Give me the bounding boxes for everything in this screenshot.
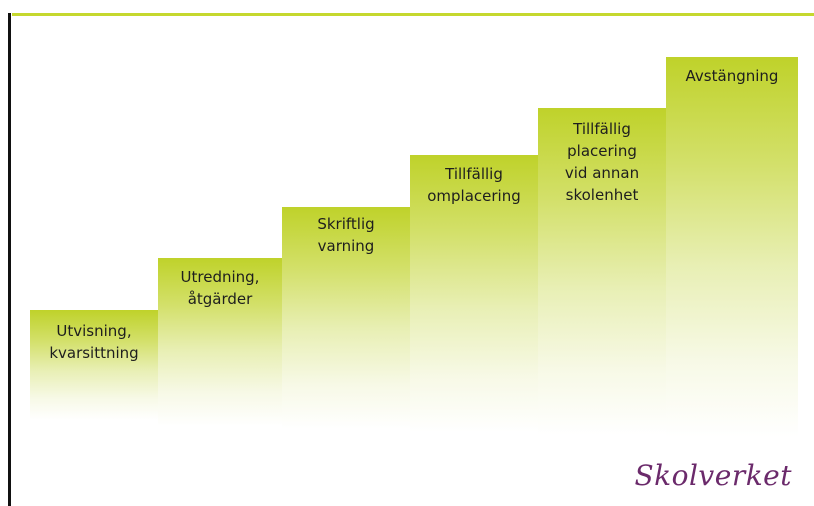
step-3: Skriftlig varning bbox=[282, 207, 410, 429]
step-5-label: Tillfällig placering vid annan skolenhet bbox=[564, 120, 640, 204]
step-5: Tillfällig placering vid annan skolenhet bbox=[538, 108, 666, 435]
left-border-line bbox=[8, 13, 11, 506]
step-6: Avstängning bbox=[666, 57, 798, 437]
step-2-label: Utredning, åtgärder bbox=[180, 268, 260, 308]
step-3-label: Skriftlig varning bbox=[317, 215, 375, 255]
step-1-label: Utvisning, kvarsittning bbox=[49, 322, 139, 362]
step-1: Utvisning, kvarsittning bbox=[30, 310, 158, 420]
top-accent-line bbox=[12, 13, 814, 16]
step-4-label: Tillfällig omplacering bbox=[427, 165, 521, 205]
step-6-label: Avstängning bbox=[685, 67, 779, 85]
step-2: Utredning, åtgärder bbox=[158, 258, 282, 426]
step-4: Tillfällig omplacering bbox=[410, 155, 538, 432]
skolverket-logo: Skolverket bbox=[634, 459, 792, 492]
